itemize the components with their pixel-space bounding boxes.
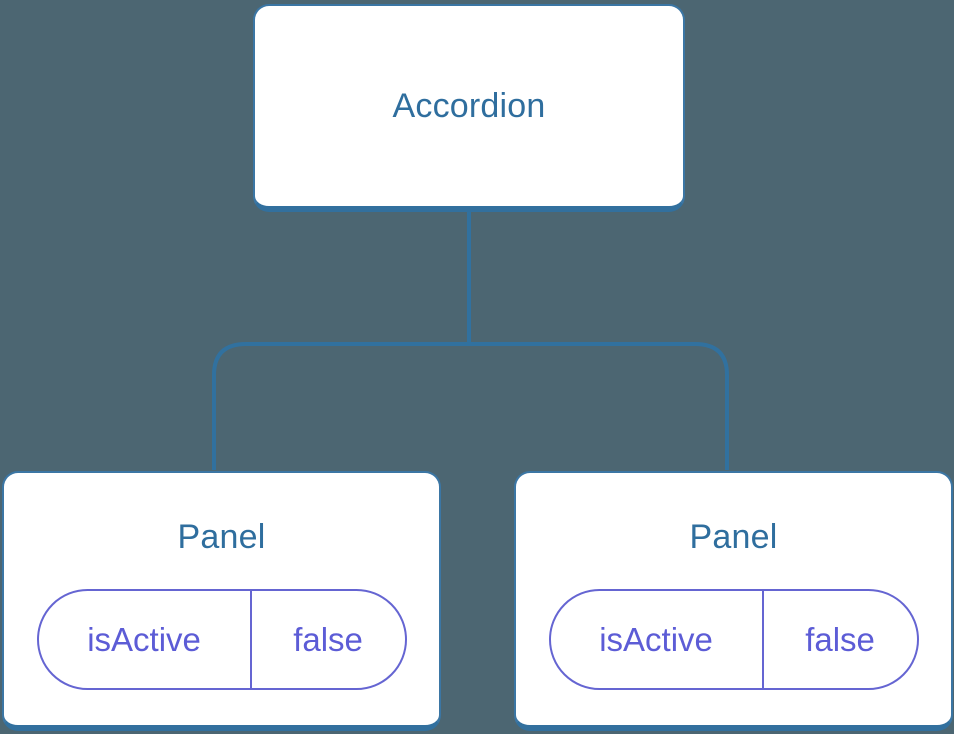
- component-node-panel-right: Panel isActive false: [514, 471, 953, 731]
- state-name-cell: isActive: [39, 591, 252, 688]
- state-value-cell: false: [252, 591, 405, 688]
- state-pill: isActive false: [36, 589, 407, 690]
- component-node-accordion: Accordion: [253, 4, 685, 212]
- component-node-panel-left: Panel isActive false: [2, 471, 441, 731]
- state-name-label: isActive: [87, 620, 201, 658]
- state-value-label: false: [293, 620, 363, 658]
- node-title: Panel: [177, 518, 266, 556]
- state-name-cell: isActive: [551, 591, 764, 688]
- node-title: Accordion: [392, 86, 546, 125]
- node-title: Panel: [689, 518, 778, 556]
- state-value-cell: false: [764, 591, 917, 688]
- state-value-label: false: [805, 620, 875, 658]
- state-pill: isActive false: [548, 589, 919, 690]
- state-name-label: isActive: [599, 620, 713, 658]
